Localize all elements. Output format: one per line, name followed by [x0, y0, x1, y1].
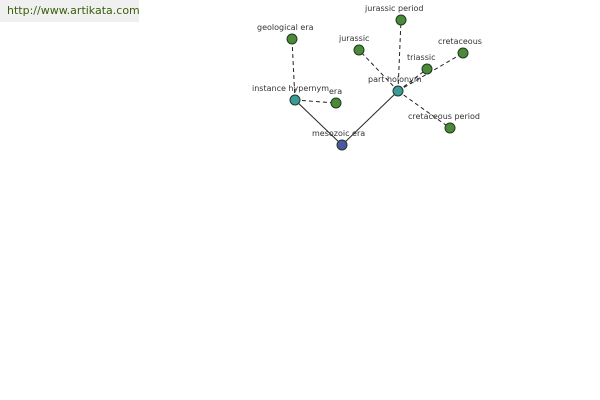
node-label-jurassic: jurassic: [338, 34, 369, 43]
node-circle-mesozoic-era[interactable]: [336, 139, 348, 151]
node-circle-jurassic-period[interactable]: [395, 14, 407, 26]
edge-part-holonym-to-jurassic: [358, 49, 399, 92]
node-label-geological-era: geological era: [257, 23, 314, 32]
node-era[interactable]: era: [329, 87, 342, 109]
node-circle-cretaceous-period[interactable]: [444, 122, 456, 134]
node-instance-hypernym[interactable]: instance hypernym: [252, 84, 329, 106]
node-label-era: era: [329, 87, 342, 96]
node-cretaceous[interactable]: cretaceous: [438, 37, 482, 59]
node-jurassic-period[interactable]: jurassic period: [364, 4, 423, 26]
node-circle-cretaceous[interactable]: [457, 47, 469, 59]
node-label-cretaceous: cretaceous: [438, 37, 482, 46]
node-label-part-holonym: part holonym: [368, 75, 422, 84]
node-label-jurassic-period: jurassic period: [364, 4, 423, 13]
edge-part-holonym-to-jurassic-period: [397, 19, 402, 92]
node-label-cretaceous-period: cretaceous period: [408, 112, 480, 121]
node-label-mesozoic-era: mesozoic era: [312, 129, 365, 138]
node-circle-triassic[interactable]: [421, 63, 433, 75]
node-jurassic[interactable]: jurassic: [338, 34, 369, 56]
site-url-link[interactable]: http://www.artikata.com: [7, 4, 140, 17]
node-circle-era[interactable]: [330, 97, 342, 109]
node-mesozoic-era[interactable]: mesozoic era: [312, 129, 365, 151]
edge-mesozoic-era-to-part-holonym: [341, 90, 399, 146]
node-circle-instance-hypernym[interactable]: [289, 94, 301, 106]
node-geological-era[interactable]: geological era: [257, 23, 314, 45]
nodes-layer: mesozoic era instance hypernym part holony…: [252, 4, 482, 151]
node-label-triassic: triassic: [407, 53, 436, 62]
node-circle-geological-era[interactable]: [286, 33, 298, 45]
node-circle-jurassic[interactable]: [353, 44, 365, 56]
edge-part-holonym-to-triassic: [397, 68, 428, 92]
edge-instance-hypernym-to-geological-era: [291, 38, 296, 101]
node-cretaceous-period[interactable]: cretaceous period: [408, 112, 480, 134]
edge-mesozoic-era-to-instance-hypernym: [294, 99, 343, 146]
node-label-instance-hypernym: instance hypernym: [252, 84, 329, 93]
edge-part-holonym-to-cretaceous-period: [397, 90, 451, 129]
edge-instance-hypernym-to-era: [294, 99, 337, 104]
site-banner: http://www.artikata.com: [0, 0, 140, 22]
node-circle-part-holonym[interactable]: [392, 85, 404, 97]
node-part-holonym[interactable]: part holonym: [368, 75, 422, 97]
node-triassic[interactable]: triassic: [407, 53, 436, 75]
